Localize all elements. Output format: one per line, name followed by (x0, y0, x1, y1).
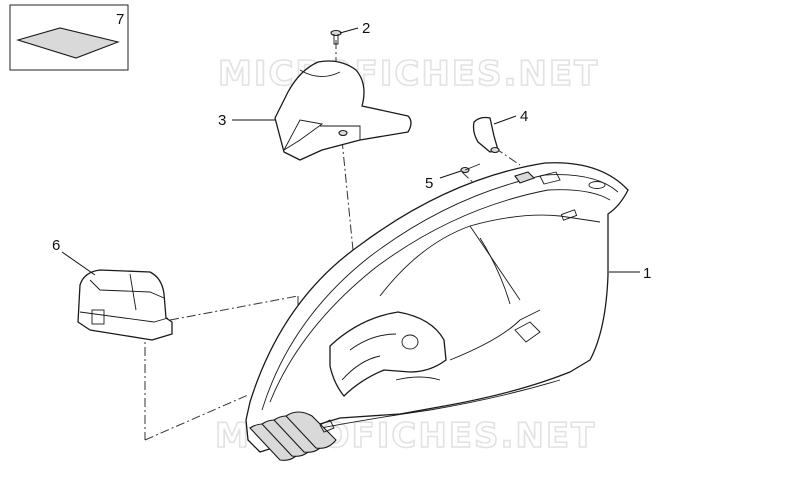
part-5-screw (460, 163, 481, 174)
callout-6: 6 (52, 237, 60, 254)
part-1-helmet-bucket (245, 162, 629, 461)
callout-1: 1 (643, 265, 651, 282)
watermark-top: MICROFICHES.NET (218, 54, 599, 94)
part-7-inset-box (9, 4, 129, 71)
callout-5: 5 (425, 175, 433, 192)
part-6-box-cover (77, 269, 173, 341)
callout-3: 3 (218, 112, 226, 129)
callout-7: 7 (116, 11, 124, 28)
leader-lines (61, 27, 640, 276)
part-7-mat (16, 27, 120, 59)
part-4-clip (472, 116, 500, 154)
callout-2: 2 (362, 20, 370, 37)
part-1-ribs (249, 411, 337, 461)
part-3-cover (274, 60, 412, 161)
callout-4: 4 (520, 108, 528, 125)
